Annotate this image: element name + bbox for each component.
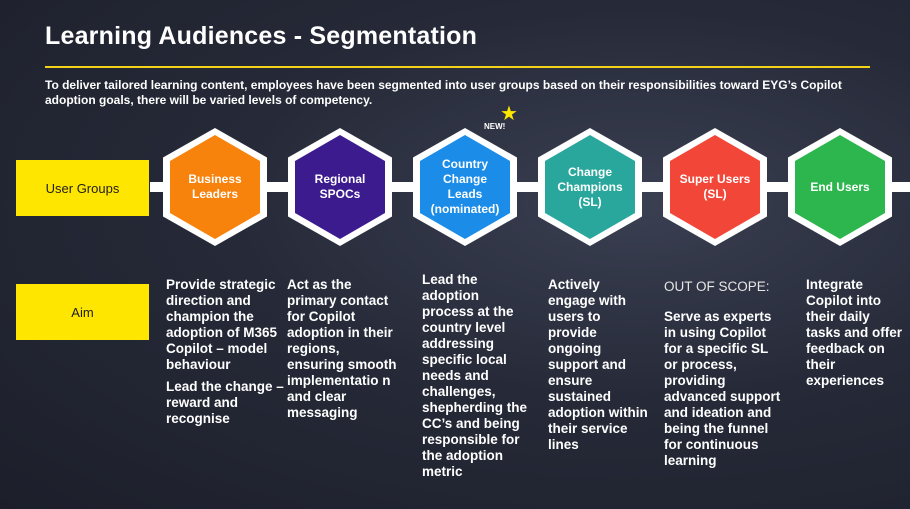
- aim-regional-spocs: Act as the primary contact for Copilot a…: [287, 277, 399, 427]
- group-label: Country Change Leads (nominated): [430, 157, 500, 216]
- aim-paragraph: Lead the change – reward and recognise: [166, 379, 284, 426]
- group-label: End Users: [810, 179, 870, 194]
- aim-country-change-leads: Lead the adoption process at the country…: [422, 272, 534, 486]
- intro-text: To deliver tailored learning content, em…: [45, 78, 842, 107]
- group-hex-fill: Country Change Leads (nominated): [420, 135, 510, 239]
- group-label: Change Champions (SL): [557, 164, 623, 209]
- group-change-champions: Change Champions (SL): [538, 128, 642, 246]
- aim-label: Aim: [16, 284, 149, 340]
- aim-paragraph: Actively engage with users to provide on…: [548, 277, 648, 452]
- aim-paragraph: Provide strategic direction and champion…: [166, 277, 277, 372]
- aim-end-users: Integrate Copilot into their daily tasks…: [806, 277, 904, 395]
- aim-paragraph: Serve as experts in using Copilot for a …: [664, 309, 781, 468]
- group-hex-fill: End Users: [795, 135, 885, 239]
- user-groups-label: User Groups: [16, 160, 149, 216]
- page-title: Learning Audiences - Segmentation: [45, 22, 478, 50]
- aim-paragraph: Integrate Copilot into their daily tasks…: [806, 277, 903, 388]
- group-label: Regional SPOCs: [314, 172, 366, 201]
- group-hex-fill: Change Champions (SL): [545, 135, 635, 239]
- group-label: Super Users (SL): [679, 172, 751, 201]
- group-super-users: Super Users (SL): [663, 128, 767, 246]
- group-hex-fill: Business Leaders: [170, 135, 260, 239]
- title-divider: [45, 66, 870, 68]
- group-label: Business Leaders: [188, 172, 242, 201]
- aim-business-leaders: Provide strategic direction and champion…: [166, 277, 296, 433]
- aim-paragraph: Act as the primary contact for Copilot a…: [287, 277, 397, 420]
- group-country-change-leads: Country Change Leads (nominated): [413, 128, 517, 246]
- aim-super-users: OUT OF SCOPE: Serve as experts in using …: [664, 279, 784, 475]
- timeline-bar: [150, 182, 910, 192]
- group-hex-fill: Super Users (SL): [670, 135, 760, 239]
- group-regional-spocs: Regional SPOCs: [288, 128, 392, 246]
- new-badge: NEW!: [484, 122, 506, 131]
- star-icon: ★: [500, 103, 518, 125]
- group-business-leaders: Business Leaders: [163, 128, 267, 246]
- aim-change-champions: Actively engage with users to provide on…: [548, 277, 648, 459]
- aim-paragraph: Lead the adoption process at the country…: [422, 272, 528, 479]
- group-end-users: End Users: [788, 128, 892, 246]
- group-hex-fill: Regional SPOCs: [295, 135, 385, 239]
- out-of-scope-label: OUT OF SCOPE:: [664, 279, 770, 294]
